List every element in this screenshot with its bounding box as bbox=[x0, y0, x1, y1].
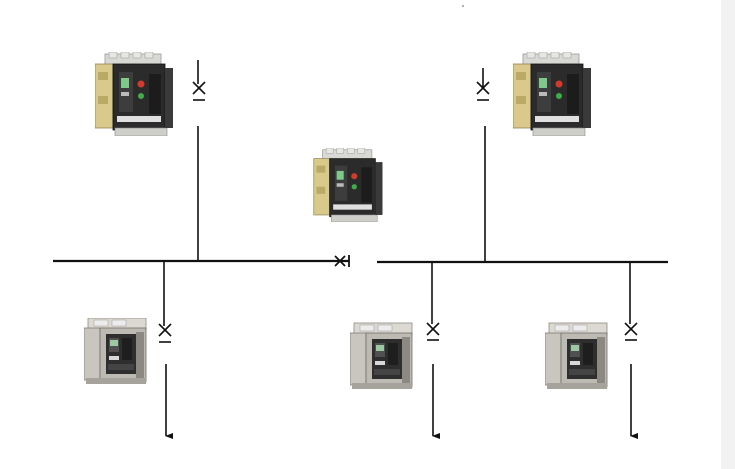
right-edge-strip bbox=[721, 0, 735, 469]
right-incomer-branch bbox=[476, 68, 490, 261]
feeder-3-branch bbox=[624, 262, 638, 439]
bus-coupler-symbol bbox=[334, 255, 350, 267]
incomer-right-breaker-image bbox=[513, 52, 592, 136]
feeder-2-breaker-image bbox=[350, 322, 413, 390]
feeder-3-breaker-image bbox=[545, 322, 608, 390]
feeder-2-branch bbox=[426, 262, 440, 439]
feeder-1-branch bbox=[158, 261, 173, 439]
left-incomer-branch bbox=[192, 60, 206, 260]
incomer-left-breaker-image bbox=[95, 52, 174, 136]
bus-coupler-breaker-image bbox=[313, 148, 383, 222]
feeder-1-breaker-image bbox=[84, 318, 147, 384]
speck bbox=[462, 5, 464, 7]
